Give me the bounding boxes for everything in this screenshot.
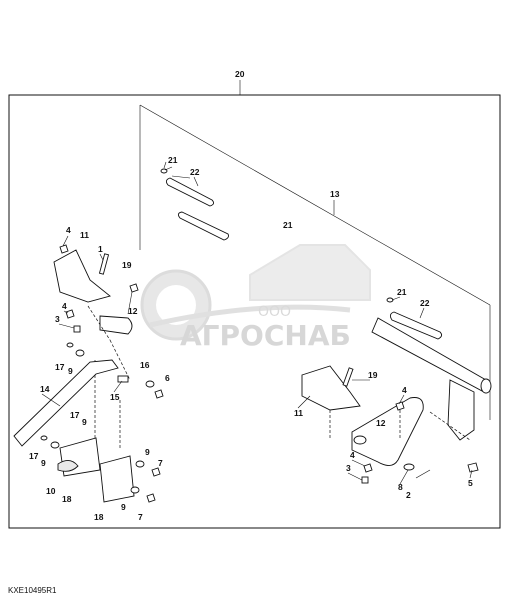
callout-17c: 17 bbox=[29, 451, 39, 461]
bolt-1 bbox=[98, 253, 110, 275]
bracket-11-left bbox=[53, 249, 111, 303]
callout-18a: 18 bbox=[62, 494, 72, 504]
callout-1: 1 bbox=[98, 244, 103, 254]
callout-6: 6 bbox=[165, 373, 170, 383]
cap-10 bbox=[57, 460, 79, 472]
callout-22b: 22 bbox=[420, 298, 430, 308]
callout-16: 16 bbox=[140, 360, 150, 370]
callout-9e: 9 bbox=[121, 502, 126, 512]
sleeve-22-right bbox=[389, 311, 443, 340]
washer-9-d bbox=[135, 460, 145, 468]
washer-9-e bbox=[130, 486, 140, 494]
callout-9b: 9 bbox=[82, 417, 87, 427]
kit-panel-edge-top bbox=[139, 104, 491, 306]
nut-4-right-upper bbox=[395, 401, 405, 411]
washer-9-a bbox=[75, 349, 85, 357]
callout-22a: 22 bbox=[190, 167, 200, 177]
callout-17a: 17 bbox=[55, 362, 65, 372]
callout-3a: 3 bbox=[55, 314, 60, 324]
nut-5 bbox=[467, 462, 479, 473]
callout-21c: 21 bbox=[397, 287, 407, 297]
sleeve-22-upper bbox=[165, 177, 215, 207]
nut-4-left-lower bbox=[65, 309, 75, 319]
leader-lines bbox=[41, 166, 473, 485]
callout-12a: 12 bbox=[128, 306, 138, 316]
link-plate-16 bbox=[99, 315, 133, 335]
bracket-18-lower bbox=[99, 455, 135, 503]
spacer-3-right bbox=[361, 476, 369, 484]
watermark-harvester-icon bbox=[249, 244, 371, 301]
right-support-arm bbox=[351, 397, 424, 466]
callout-12b: 12 bbox=[376, 418, 386, 428]
callout-15: 15 bbox=[110, 392, 120, 402]
washer-9-c bbox=[50, 441, 60, 449]
callout-9a: 9 bbox=[68, 366, 73, 376]
nut-12-left bbox=[129, 283, 139, 293]
callout-9c: 9 bbox=[41, 458, 46, 468]
bolt-19-right bbox=[342, 367, 354, 387]
spacer-3-left bbox=[73, 325, 81, 333]
callout-21b: 21 bbox=[283, 220, 293, 230]
callout-19a: 19 bbox=[122, 260, 132, 270]
washer-17-a bbox=[66, 342, 74, 348]
nut-6 bbox=[154, 389, 164, 399]
callout-19b: 19 bbox=[368, 370, 378, 380]
watermark: ООО АГРОСНАБ bbox=[140, 244, 371, 352]
callout-2: 2 bbox=[406, 490, 411, 500]
callout-7b: 7 bbox=[138, 512, 143, 522]
callout-4d: 4 bbox=[350, 450, 355, 460]
pin-15 bbox=[117, 375, 129, 383]
callout-3b: 3 bbox=[346, 463, 351, 473]
nut-7-a bbox=[151, 467, 161, 477]
washer-9-b bbox=[145, 380, 155, 388]
washer-8 bbox=[403, 463, 415, 471]
callout-8: 8 bbox=[398, 482, 403, 492]
callout-21a: 21 bbox=[168, 155, 178, 165]
callout-4c: 4 bbox=[402, 385, 407, 395]
callout-4a: 4 bbox=[66, 225, 71, 235]
pin-21-right bbox=[386, 297, 394, 303]
callout-14: 14 bbox=[40, 384, 50, 394]
nut-4-right-lower bbox=[363, 463, 373, 473]
callout-10: 10 bbox=[46, 486, 56, 496]
callout-4b: 4 bbox=[62, 301, 67, 311]
nut-4-left-upper bbox=[59, 244, 69, 254]
diagram-frame bbox=[8, 94, 501, 529]
washer-17-b bbox=[40, 435, 48, 441]
watermark-company: АГРОСНАБ bbox=[180, 319, 351, 352]
watermark-prefix: ООО bbox=[258, 304, 291, 320]
callout-11b: 11 bbox=[294, 408, 303, 418]
sleeve-22-lower bbox=[177, 211, 229, 241]
figure-code: KXE10495R1 bbox=[8, 586, 57, 595]
callout-7a: 7 bbox=[158, 458, 163, 468]
assembly-dash-left bbox=[87, 305, 111, 341]
callout-18b: 18 bbox=[94, 512, 104, 522]
callout-5: 5 bbox=[468, 478, 473, 488]
bracket-11-right bbox=[301, 365, 361, 411]
callout-20: 20 bbox=[235, 69, 245, 79]
callout-labels: 20 13 21 22 21 21 22 4 11 1 19 12 4 3 17… bbox=[29, 69, 473, 522]
callout-9d: 9 bbox=[145, 447, 150, 457]
cotter-pin-2 bbox=[415, 469, 431, 479]
tine-arm-14 bbox=[13, 359, 119, 447]
callout-17b: 17 bbox=[70, 410, 80, 420]
callout-13: 13 bbox=[330, 189, 340, 199]
right-bracket-plate bbox=[447, 379, 475, 441]
callout-11a: 11 bbox=[80, 230, 89, 240]
nut-7-b bbox=[146, 493, 156, 503]
